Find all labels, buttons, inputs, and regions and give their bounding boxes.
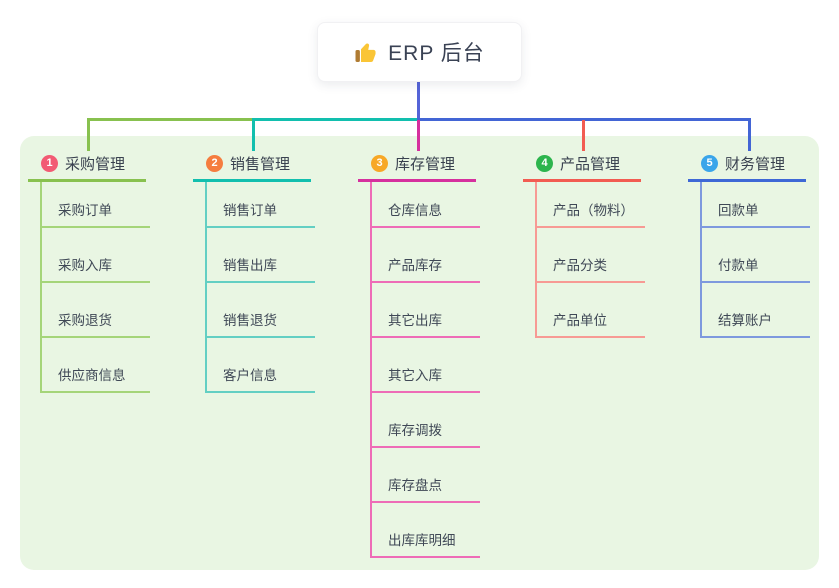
tree-node-label[interactable]: 库存盘点 <box>372 474 480 503</box>
connector-root <box>417 81 420 119</box>
tree-node-label[interactable]: 客户信息 <box>207 364 315 393</box>
branch-purchase-children: 采购订单 采购入库 采购退货 供应商信息 <box>40 182 180 393</box>
branch-inventory-header[interactable]: 3 库存管理 <box>358 148 476 182</box>
tree-node-label[interactable]: 销售订单 <box>207 199 315 228</box>
branch-product-header[interactable]: 4 产品管理 <box>523 148 641 182</box>
tree-node-label[interactable]: 付款单 <box>702 254 810 283</box>
tree-node-label[interactable]: 销售退货 <box>207 309 315 338</box>
tree-node: 其它出库 <box>372 283 510 338</box>
branch-finance-children: 回款单 付款单 结算账户 <box>700 182 839 338</box>
branch-sales: 2 销售管理 销售订单 销售出库 销售退货 客户信息 <box>193 148 345 393</box>
tree-node: 销售出库 <box>207 228 345 283</box>
branch-inventory: 3 库存管理 仓库信息 产品库存 其它出库 其它入库 库存调拨 库存盘点 出库库… <box>358 148 510 558</box>
tree-node: 产品分类 <box>537 228 675 283</box>
branch-product-children: 产品（物料） 产品分类 产品单位 <box>535 182 675 338</box>
branches-panel <box>20 136 819 570</box>
tree-node: 销售退货 <box>207 283 345 338</box>
tree-node: 出库库明细 <box>372 503 510 558</box>
root-node[interactable]: ERP 后台 <box>317 22 522 82</box>
tree-node: 采购订单 <box>42 182 180 228</box>
root-node-label: ERP 后台 <box>388 42 485 65</box>
branch-purchase-header[interactable]: 1 采购管理 <box>28 148 146 182</box>
tree-node: 结算账户 <box>702 283 839 338</box>
connector-drop-sales <box>252 118 255 151</box>
connector-drop-inventory <box>417 120 420 151</box>
branch-number-badge: 5 <box>701 155 718 172</box>
branch-label: 库存管理 <box>395 156 456 173</box>
connector-trunk-green <box>87 118 254 121</box>
tree-node: 其它入库 <box>372 338 510 393</box>
branch-label: 产品管理 <box>560 156 621 173</box>
tree-node-label[interactable]: 供应商信息 <box>42 364 150 393</box>
connector-drop-purchase <box>87 118 90 151</box>
tree-node-label[interactable]: 采购订单 <box>42 199 150 228</box>
tree-node-label[interactable]: 采购退货 <box>42 309 150 338</box>
tree-node: 采购入库 <box>42 228 180 283</box>
tree-node: 销售订单 <box>207 182 345 228</box>
tree-node: 付款单 <box>702 228 839 283</box>
branch-finance-header[interactable]: 5 财务管理 <box>688 148 806 182</box>
connector-drop-product <box>582 120 585 151</box>
branch-number-badge: 3 <box>371 155 388 172</box>
tree-node: 产品单位 <box>537 283 675 338</box>
tree-node-label[interactable]: 仓库信息 <box>372 199 480 228</box>
branch-sales-children: 销售订单 销售出库 销售退货 客户信息 <box>205 182 345 393</box>
tree-node-label[interactable]: 回款单 <box>702 199 810 228</box>
tree-node: 回款单 <box>702 182 839 228</box>
tree-node: 库存盘点 <box>372 448 510 503</box>
branch-label: 销售管理 <box>230 156 291 173</box>
branch-label: 财务管理 <box>725 156 786 173</box>
tree-node-label[interactable]: 产品分类 <box>537 254 645 283</box>
branch-number-badge: 1 <box>41 155 58 172</box>
thumbs-up-icon <box>355 43 376 62</box>
tree-node: 采购退货 <box>42 283 180 338</box>
tree-node: 供应商信息 <box>42 338 180 393</box>
tree-node-label[interactable]: 产品（物料） <box>537 199 645 228</box>
tree-node: 产品库存 <box>372 228 510 283</box>
connector-trunk-teal <box>252 118 419 121</box>
tree-node-label[interactable]: 其它入库 <box>372 364 480 393</box>
connector-drop-finance <box>748 118 751 151</box>
branch-product: 4 产品管理 产品（物料） 产品分类 产品单位 <box>523 148 675 338</box>
connector-trunk-blue <box>417 118 751 121</box>
tree-node-label[interactable]: 产品库存 <box>372 254 480 283</box>
tree-node: 客户信息 <box>207 338 345 393</box>
tree-node-label[interactable]: 产品单位 <box>537 309 645 338</box>
branch-inventory-children: 仓库信息 产品库存 其它出库 其它入库 库存调拨 库存盘点 出库库明细 <box>370 182 510 558</box>
tree-node: 仓库信息 <box>372 182 510 228</box>
tree-node: 产品（物料） <box>537 182 675 228</box>
tree-node-label[interactable]: 其它出库 <box>372 309 480 338</box>
tree-node: 库存调拨 <box>372 393 510 448</box>
tree-node-label[interactable]: 出库库明细 <box>372 529 480 558</box>
tree-node-label[interactable]: 采购入库 <box>42 254 150 283</box>
tree-node-label[interactable]: 库存调拨 <box>372 419 480 448</box>
branch-finance: 5 财务管理 回款单 付款单 结算账户 <box>688 148 839 338</box>
tree-node-label[interactable]: 结算账户 <box>702 309 810 338</box>
branch-sales-header[interactable]: 2 销售管理 <box>193 148 311 182</box>
branch-label: 采购管理 <box>65 156 126 173</box>
tree-node-label[interactable]: 销售出库 <box>207 254 315 283</box>
branch-number-badge: 2 <box>206 155 223 172</box>
branch-number-badge: 4 <box>536 155 553 172</box>
branch-purchase: 1 采购管理 采购订单 采购入库 采购退货 供应商信息 <box>28 148 180 393</box>
